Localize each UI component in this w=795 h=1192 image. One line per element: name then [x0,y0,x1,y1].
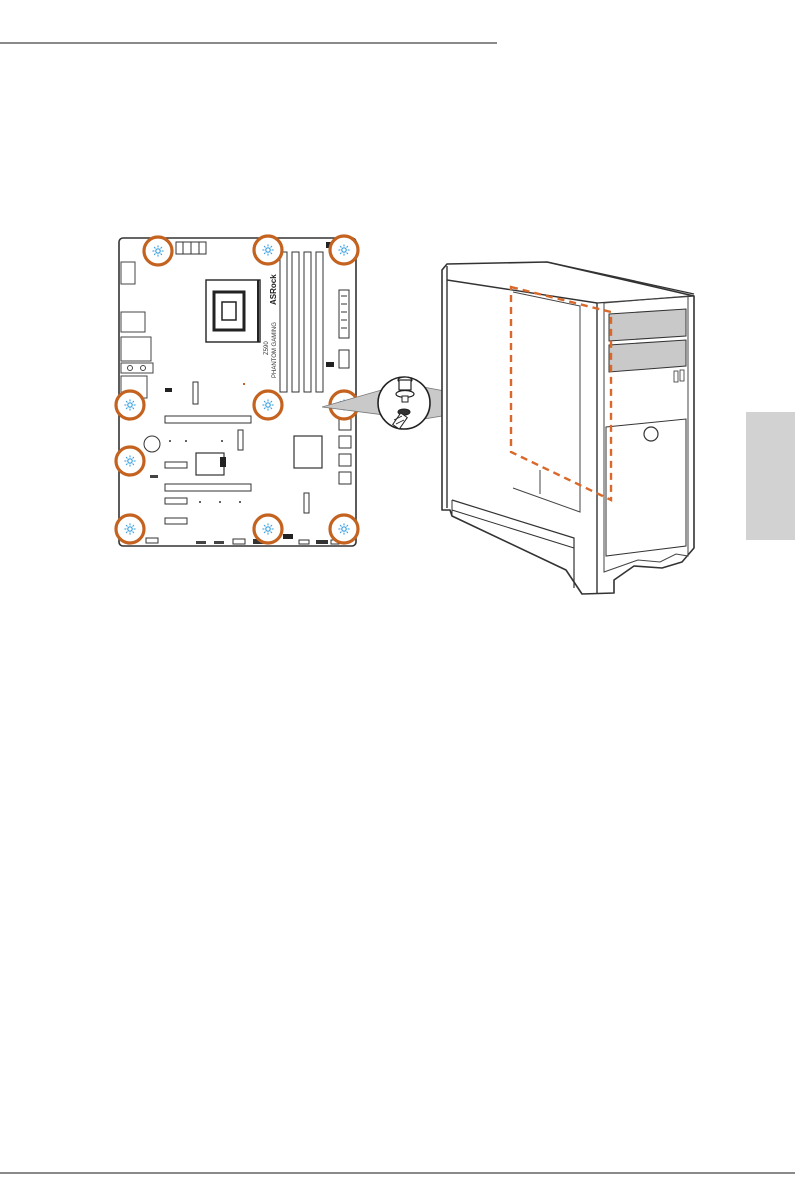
motherboard: ASRock Z590 PHANTOM GAMING [119,238,356,546]
standoff-marker-bottom-right [330,515,358,543]
standoff-marker-bottom-middle [254,515,282,543]
drive-bay-upper [609,309,686,341]
standoff-marker-top-left [144,237,172,265]
board-brand-label: ASRock [269,274,278,305]
drive-bay-lower [609,340,686,372]
power-button-icon [644,427,658,441]
standoff-marker-middle-left [116,391,144,419]
standoff-marker-top-right [330,236,358,264]
board-model-label: PHANTOM GAMING [272,322,278,378]
pc-case [442,262,694,594]
standoff-marker-top-middle [254,236,282,264]
standoff-marker-bottom-left [116,515,144,543]
standoff-marker-lower-left [116,447,144,475]
standoff-marker-middle-center [254,391,282,419]
board-chipset-label: Z590 [264,341,270,355]
